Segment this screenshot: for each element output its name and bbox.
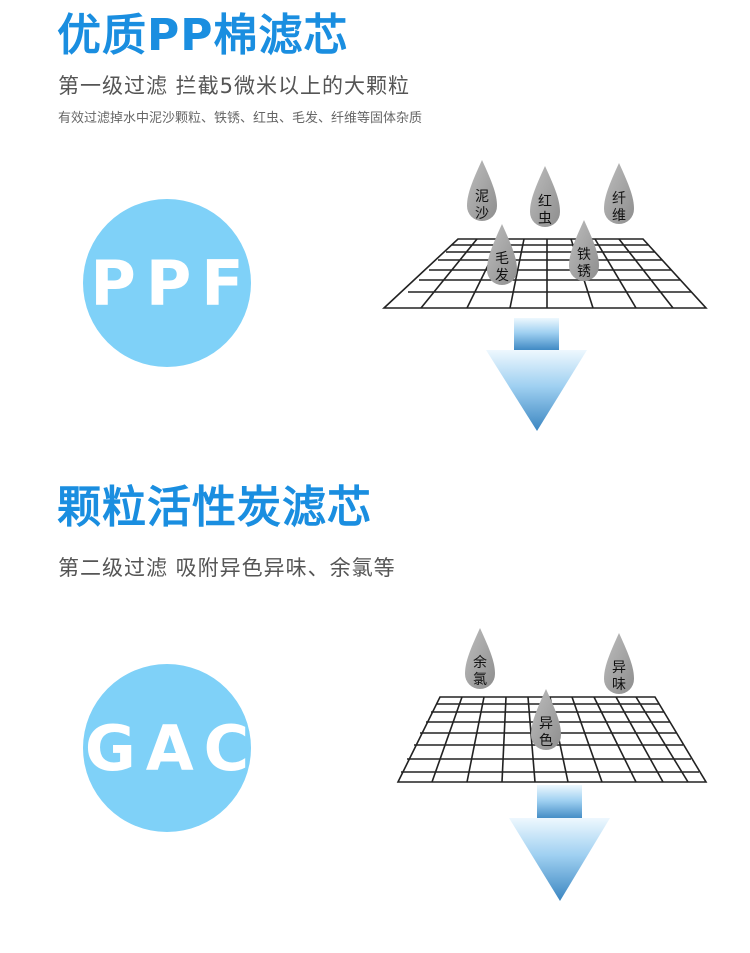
gac-badge: GAC <box>83 664 251 832</box>
svg-text:异: 异 <box>612 660 626 676</box>
section1-title: 优质PP棉滤芯 <box>57 10 349 61</box>
section2-title: 颗粒活性炭滤芯 <box>57 482 372 533</box>
svg-text:色: 色 <box>539 732 553 749</box>
section2-subtitle: 第二级过滤 吸附异色异味、余氯等 <box>58 556 396 580</box>
drop-odor: 异 味 <box>604 633 634 694</box>
svg-text:沙: 沙 <box>475 206 489 222</box>
svg-text:红: 红 <box>538 194 552 210</box>
down-arrow-2 <box>509 785 610 901</box>
svg-text:氯: 氯 <box>473 672 487 688</box>
section1-description: 有效过滤掉水中泥沙颗粒、铁锈、红虫、毛发、纤维等固体杂质 <box>58 111 423 126</box>
ppf-badge: PPF <box>83 199 251 367</box>
svg-text:味: 味 <box>612 677 626 693</box>
down-arrow-1 <box>486 318 587 431</box>
svg-text:锈: 锈 <box>577 264 591 280</box>
section1-subtitle: 第一级过滤 拦截5微米以上的大颗粒 <box>58 74 411 98</box>
svg-text:纤: 纤 <box>612 191 626 207</box>
svg-text:异: 异 <box>539 716 553 732</box>
svg-text:铁: 铁 <box>577 247 591 263</box>
drop-hair: 毛 发 <box>487 224 517 285</box>
svg-text:虫: 虫 <box>538 211 552 227</box>
svg-text:余: 余 <box>473 654 487 671</box>
svg-text:泥: 泥 <box>475 189 489 205</box>
filter-mesh-1 <box>381 238 708 309</box>
drop-red-worm: 红 虫 <box>530 166 560 227</box>
drop-rust: 铁 锈 <box>569 220 599 281</box>
svg-text:毛: 毛 <box>495 251 509 267</box>
svg-text:发: 发 <box>495 268 509 284</box>
drop-residual-chlorine: 余 氯 <box>465 628 495 689</box>
drop-sand: 泥 沙 <box>467 160 497 222</box>
svg-text:维: 维 <box>612 208 626 224</box>
drop-color: 异 色 <box>531 689 561 750</box>
drop-fiber: 纤 维 <box>604 163 634 224</box>
